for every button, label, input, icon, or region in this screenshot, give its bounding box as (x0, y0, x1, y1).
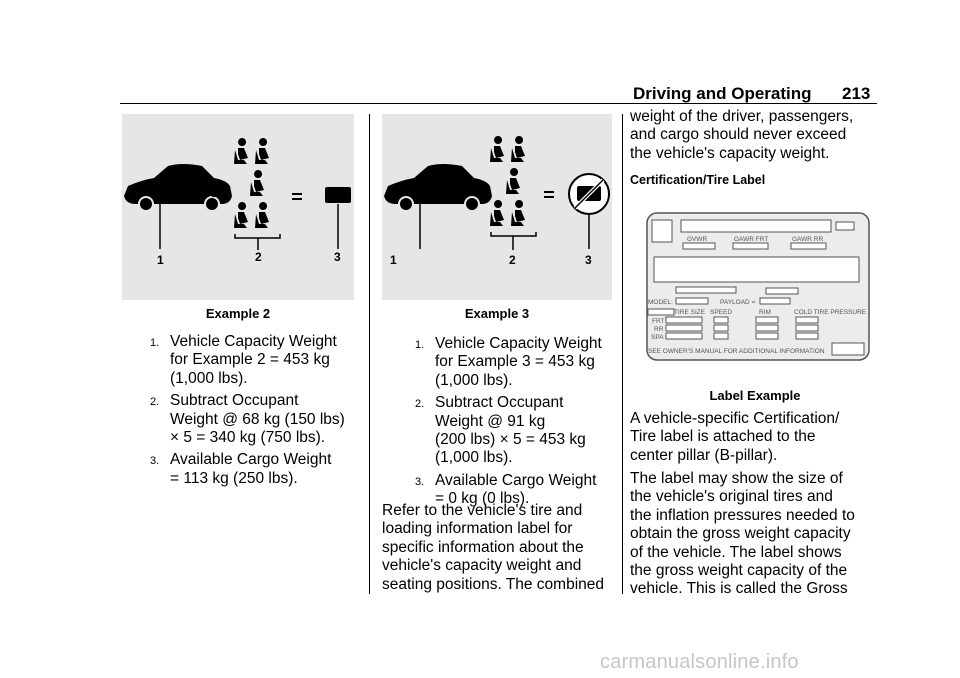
certification-subhead: Certification/Tire Label (630, 173, 766, 187)
example-3-figure: 1 2 3 (382, 114, 612, 300)
no-cargo-icon (568, 173, 610, 215)
header-divider (120, 103, 877, 104)
page-number: 213 (842, 84, 871, 103)
column-divider-2 (622, 114, 623, 594)
callout-2: 2 (255, 250, 262, 264)
occupant-icons-bottom (490, 200, 525, 226)
example-2-figure: 1 2 3 (122, 114, 354, 300)
watermark: carmanualsonline.info (600, 651, 799, 673)
example-3-caption: Example 3 (464, 306, 530, 321)
model-label: MODEL: (648, 299, 673, 306)
occupant-icons-bottom (234, 202, 269, 228)
car-icon (384, 164, 492, 204)
example-3-list: 1. Vehicle Capacity Weight for Example 3… (415, 335, 615, 513)
callout-3: 3 (585, 253, 592, 267)
label-caption: Label Example (709, 388, 801, 403)
certification-paragraph: A vehicle-specific Certification/ Tire l… (630, 410, 840, 464)
spa-label: SPA (651, 334, 664, 341)
callout-1: 1 (390, 253, 397, 267)
speed-label: SPEED (710, 309, 732, 316)
tire-size-label: TIRE SIZE (674, 309, 706, 316)
gawr-frt-label: GAWR FRT (734, 236, 768, 243)
example-2-caption: Example 2 (205, 306, 271, 321)
callout-1: 1 (157, 253, 164, 267)
list-item: 1. Vehicle Capacity Weight for Example 2… (150, 333, 337, 387)
label-info-paragraph: The label may show the size of the vehic… (630, 470, 855, 598)
example-2-list: 1. Vehicle Capacity Weight for Example 2… (150, 333, 365, 492)
occupant-icon-center (506, 168, 520, 194)
refer-paragraph: Refer to the vehicle's tire and loading … (382, 502, 605, 593)
callout-3: 3 (334, 250, 341, 264)
column-divider-1 (369, 114, 370, 594)
payload-label: PAYLOAD = (720, 299, 756, 306)
page-header: Driving and Operating 213 (633, 84, 870, 104)
occupant-icon-center (250, 170, 264, 196)
tire-label-figure: GVWR GAWR FRT GAWR RR MODEL: PAYLOAD = T… (646, 212, 871, 362)
rim-label: RIM (759, 309, 771, 316)
callout-2: 2 (509, 253, 516, 267)
occupant-icons-top (234, 138, 269, 164)
occupant-icons-top (490, 136, 525, 162)
section-title: Driving and Operating (633, 84, 812, 103)
list-item: 3. Available Cargo Weight = 113 kg (250 … (150, 451, 332, 487)
cold-pressure-label: COLD TIRE PRESSURE (794, 309, 867, 316)
gawr-rr-label: GAWR RR (792, 236, 823, 243)
frt-label: FRT (652, 318, 665, 325)
list-item: 2. Subtract Occupant Weight @ 68 kg (150… (150, 392, 345, 447)
car-icon (124, 164, 232, 204)
list-item: 2. Subtract Occupant Weight @ 91 kg (200… (415, 394, 586, 467)
intro-paragraph: weight of the driver, passengers, and ca… (630, 108, 854, 162)
cargo-icon (325, 187, 351, 203)
list-item: 3. Available Cargo Weight = 0 kg (0 lbs)… (415, 471, 597, 508)
rr-label: RR (654, 326, 664, 333)
gvwr-label: GVWR (687, 236, 708, 243)
list-item: 1. Vehicle Capacity Weight for Example 3… (415, 335, 602, 389)
owners-manual-note: SEE OWNER'S MANUAL FOR ADDITIONAL INFORM… (648, 348, 825, 355)
